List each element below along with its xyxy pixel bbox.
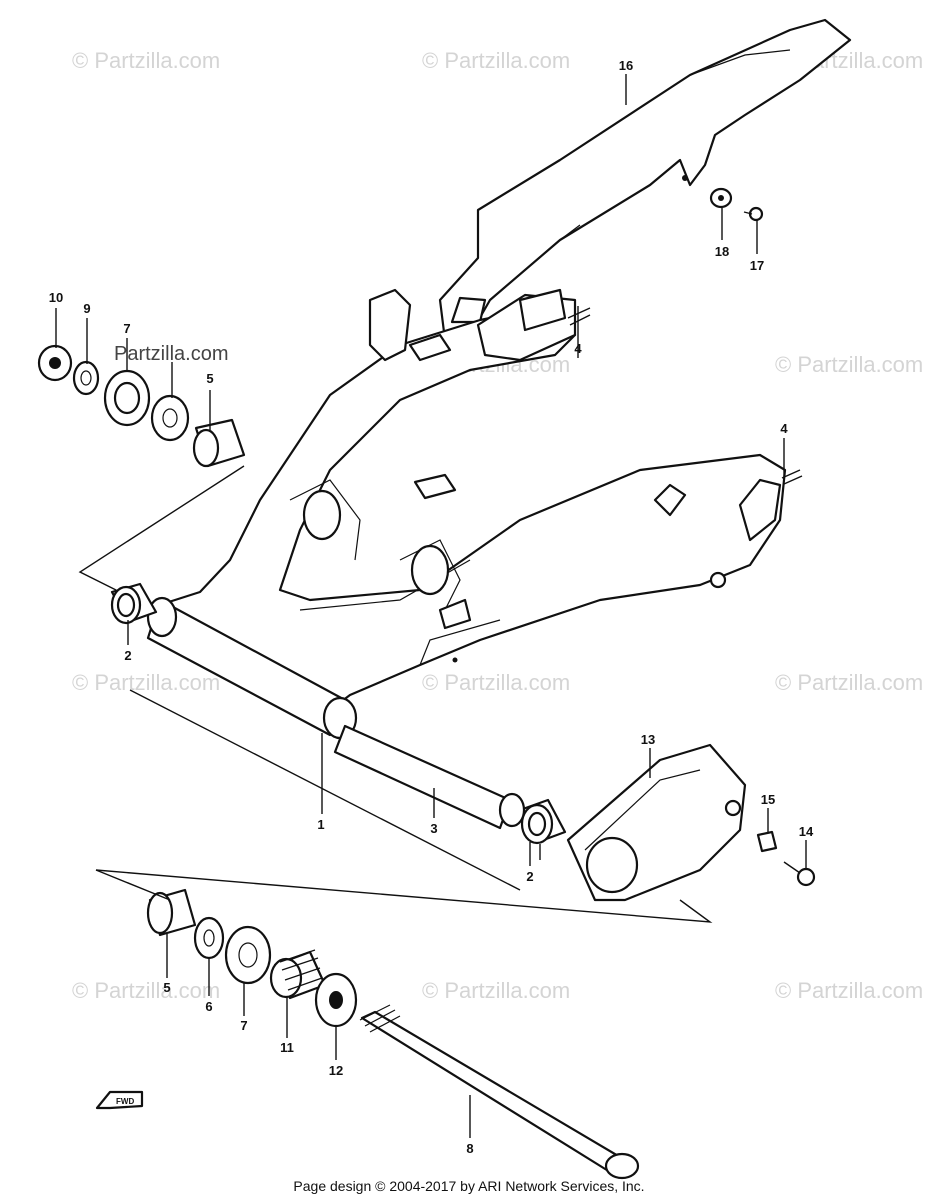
callout-5: 5	[206, 371, 213, 386]
watermark: © Partzilla.com	[422, 978, 570, 1003]
part-11-bushing	[269, 949, 327, 1000]
part-7-oil-seal	[103, 369, 151, 427]
part-13-chain-guide	[566, 743, 747, 902]
part-1-swingarm	[148, 288, 787, 712]
watermarks: © Partzilla.com © Partzilla.com © Partzi…	[72, 48, 923, 1003]
watermark: © Partzilla.com	[775, 670, 923, 695]
part-16-chain-case	[438, 18, 852, 342]
watermark: © Partzilla.com	[775, 978, 923, 1003]
watermark: © Partzilla.com	[72, 978, 220, 1003]
callout-2: 2	[124, 648, 131, 663]
part-9-washer	[72, 360, 100, 396]
callout-15: 15	[761, 792, 775, 807]
callout-4: 4	[574, 341, 582, 356]
callout-14: 14	[799, 824, 814, 839]
callout-6: 6	[205, 999, 212, 1014]
callout-10: 10	[49, 290, 63, 305]
part-15-collar	[756, 830, 778, 853]
watermark: © Partzilla.com	[72, 670, 220, 695]
part-12-nut	[314, 972, 358, 1028]
callout-4: 4	[780, 421, 788, 436]
callout-17: 17	[750, 258, 764, 273]
callout-16: 16	[619, 58, 633, 73]
part-6-washer	[193, 916, 225, 960]
assembly-lines	[55, 74, 807, 1138]
callout-8: 8	[466, 1141, 473, 1156]
part-7-oil-seal	[224, 925, 272, 985]
part-17-bolt	[743, 206, 764, 222]
watermark-highlight: Partzilla.com	[114, 343, 228, 365]
callout-11: 11	[280, 1040, 294, 1055]
pivot-tube	[146, 596, 358, 740]
watermark: © Partzilla.com	[775, 352, 923, 377]
callout-18: 18	[715, 244, 729, 259]
watermark: © Partzilla.com	[422, 48, 570, 73]
fwd-label: FWD	[116, 1097, 134, 1106]
callout-5: 5	[163, 980, 170, 995]
part-14-bolt	[783, 861, 816, 887]
part-2-needle-bearing	[518, 798, 567, 845]
callout-7: 7	[123, 321, 130, 336]
callout-13: 13	[641, 732, 655, 747]
part-8-pivot-shaft	[359, 1004, 640, 1180]
page-footer: Page design © 2004-2017 by ARI Network S…	[293, 1178, 645, 1194]
part-4-adjuster-bolt	[781, 469, 803, 485]
callout-3: 3	[430, 821, 437, 836]
callout-9: 9	[83, 301, 90, 316]
callout-7: 7	[240, 1018, 247, 1033]
callouts: 1 2 2 3 4 4 5 5 6 7 7 8 9 10 11 12 13 14…	[49, 58, 814, 1156]
part-2-needle-bearing	[110, 582, 158, 625]
callout-1: 1	[317, 817, 324, 832]
part-5-spacer	[192, 418, 246, 468]
callout-12: 12	[329, 1063, 343, 1078]
part-10-nut	[37, 344, 73, 382]
part-3-spacer-sleeve	[333, 724, 526, 830]
part-18-washer	[709, 187, 733, 209]
part-5-spacer	[146, 888, 197, 937]
part-4-adjuster-bolt	[567, 307, 591, 326]
watermark: © Partzilla.com	[72, 48, 220, 73]
forward-arrow: FWD	[95, 1090, 144, 1110]
part-6-washer	[150, 394, 190, 442]
callout-2: 2	[526, 869, 533, 884]
watermark: © Partzilla.com	[422, 670, 570, 695]
